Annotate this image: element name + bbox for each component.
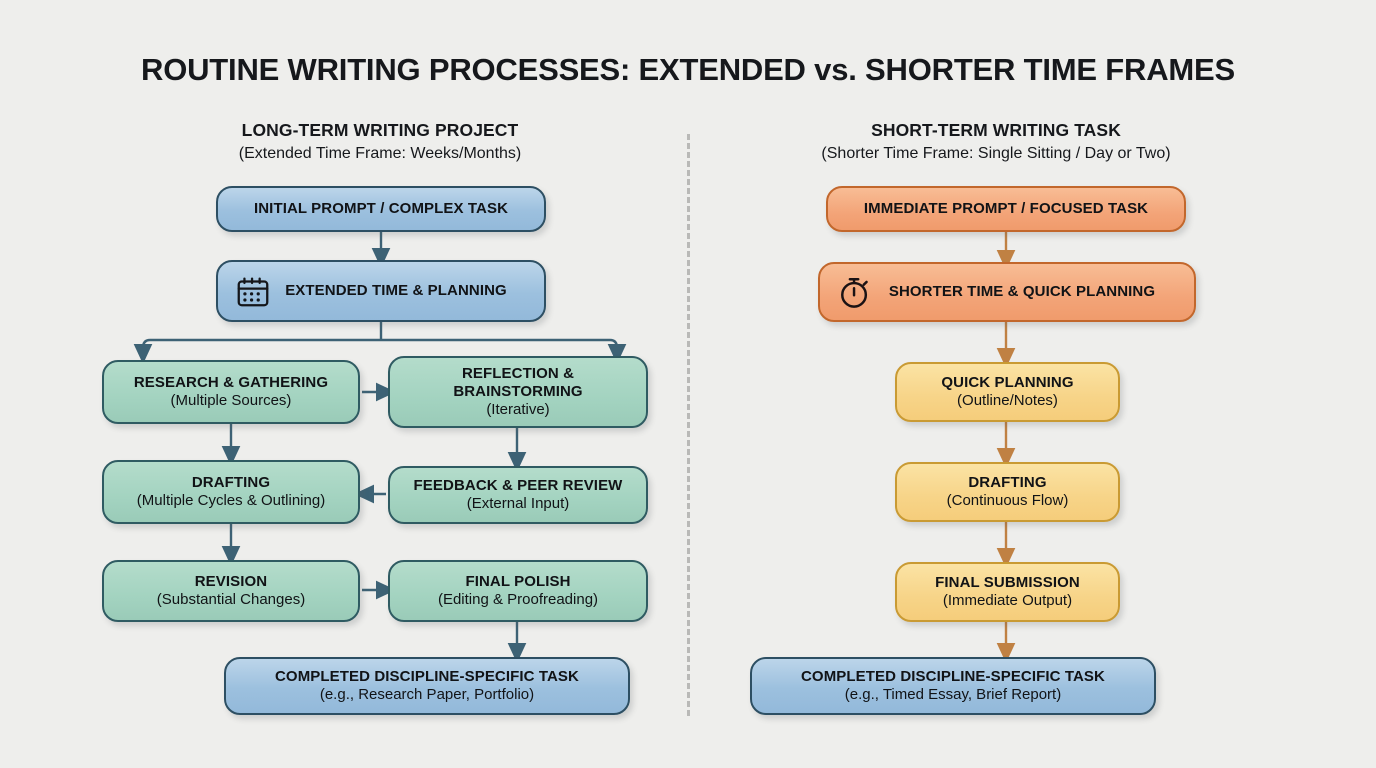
node-subtitle: (Immediate Output)	[942, 591, 1073, 609]
node-subtitle: (Substantial Changes)	[156, 590, 306, 608]
node-title: COMPLETED DISCIPLINE-SPECIFIC TASK	[801, 668, 1105, 686]
node-title: IMMEDIATE PROMPT / FOCUSED TASK	[863, 200, 1149, 218]
node-subtitle: (Multiple Cycles & Outlining)	[136, 491, 326, 509]
node-title: FEEDBACK & PEER REVIEW	[413, 477, 623, 495]
node-final-polish[interactable]: FINAL POLISH (Editing & Proofreading)	[388, 560, 648, 622]
node-drafting-long[interactable]: DRAFTING (Multiple Cycles & Outlining)	[102, 460, 360, 524]
node-title: DRAFTING	[191, 474, 271, 492]
node-title: DRAFTING	[968, 474, 1047, 492]
node-feedback-peer-review[interactable]: FEEDBACK & PEER REVIEW (External Input)	[388, 466, 648, 524]
node-subtitle: (Editing & Proofreading)	[437, 590, 599, 608]
node-title: FINAL SUBMISSION	[935, 574, 1080, 592]
node-quick-planning[interactable]: QUICK PLANNING (Outline/Notes)	[895, 362, 1120, 422]
node-completed-task-short[interactable]: COMPLETED DISCIPLINE-SPECIFIC TASK (e.g.…	[750, 657, 1156, 715]
node-subtitle: (Continuous Flow)	[946, 491, 1069, 509]
node-initial-prompt[interactable]: INITIAL PROMPT / COMPLEX TASK	[216, 186, 546, 232]
calendar-icon	[237, 277, 269, 307]
node-title: COMPLETED DISCIPLINE-SPECIFIC TASK	[275, 668, 579, 686]
node-title: INITIAL PROMPT / COMPLEX TASK	[253, 200, 509, 218]
node-title: EXTENDED TIME & PLANNING	[285, 282, 507, 300]
node-subtitle: (e.g., Research Paper, Portfolio)	[319, 685, 535, 703]
node-shorter-time-planning[interactable]: SHORTER TIME & QUICK PLANNING	[818, 262, 1196, 322]
node-drafting-short[interactable]: DRAFTING (Continuous Flow)	[895, 462, 1120, 522]
node-subtitle: (e.g., Timed Essay, Brief Report)	[844, 685, 1062, 703]
left-column-heading: LONG-TERM WRITING PROJECT (Extended Time…	[100, 120, 660, 165]
page-title: ROUTINE WRITING PROCESSES: EXTENDED vs. …	[141, 52, 1235, 87]
node-immediate-prompt[interactable]: IMMEDIATE PROMPT / FOCUSED TASK	[826, 186, 1186, 232]
right-column-heading: SHORT-TERM WRITING TASK (Shorter Time Fr…	[716, 120, 1276, 165]
left-column-title: LONG-TERM WRITING PROJECT	[241, 120, 519, 140]
node-title: REVISION	[194, 573, 268, 591]
stopwatch-icon	[841, 278, 868, 308]
node-final-submission[interactable]: FINAL SUBMISSION (Immediate Output)	[895, 562, 1120, 622]
left-column-subtitle: (Extended Time Frame: Weeks/Months)	[238, 144, 522, 162]
node-title: REFLECTION & BRAINSTORMING	[453, 365, 583, 400]
node-title: SHORTER TIME & QUICK PLANNING	[888, 283, 1156, 301]
node-extended-time-planning[interactable]: EXTENDED TIME & PLANNING	[216, 260, 546, 322]
node-subtitle: (Outline/Notes)	[957, 391, 1058, 409]
node-subtitle: (Iterative)	[486, 400, 550, 418]
node-revision[interactable]: REVISION (Substantial Changes)	[102, 560, 360, 622]
node-reflection-brainstorming[interactable]: REFLECTION & BRAINSTORMING (Iterative)	[388, 356, 648, 428]
node-subtitle: (Multiple Sources)	[170, 391, 292, 409]
node-research-gathering[interactable]: RESEARCH & GATHERING (Multiple Sources)	[102, 360, 360, 424]
node-title: RESEARCH & GATHERING	[133, 374, 329, 392]
node-subtitle: (External Input)	[466, 494, 570, 512]
right-column-title: SHORT-TERM WRITING TASK	[871, 120, 1121, 140]
right-column-subtitle: (Shorter Time Frame: Single Sitting / Da…	[821, 144, 1171, 162]
node-completed-task-long[interactable]: COMPLETED DISCIPLINE-SPECIFIC TASK (e.g.…	[224, 657, 630, 715]
node-title: FINAL POLISH	[465, 573, 571, 591]
node-title: QUICK PLANNING	[941, 374, 1074, 392]
column-divider	[687, 134, 690, 716]
